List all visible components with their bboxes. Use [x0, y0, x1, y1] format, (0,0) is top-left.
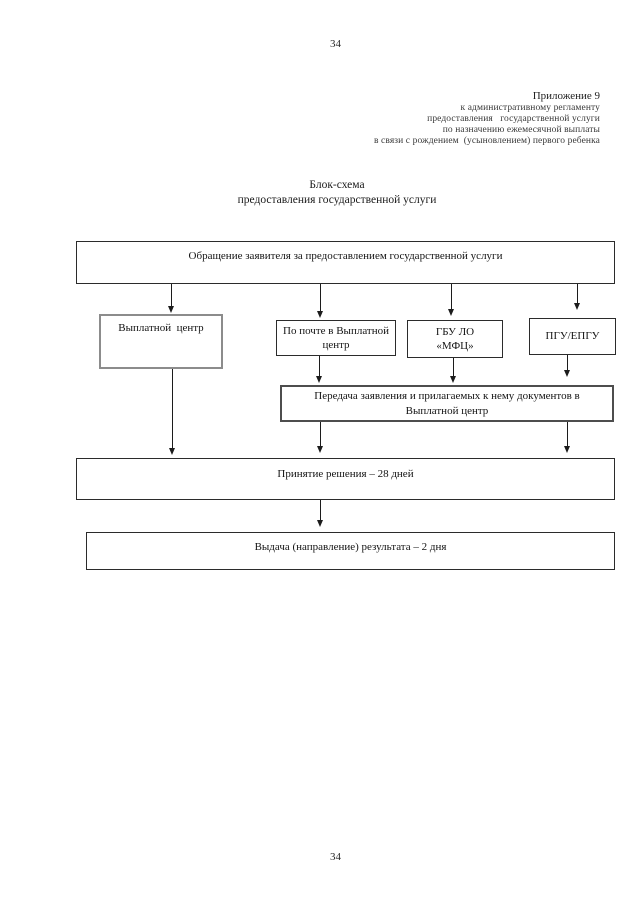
node-label: Выдача (направление) результата – 2 дня	[254, 541, 447, 553]
node-transfer-to-payout-center: Передача заявления и прилагаемых к нему …	[280, 385, 614, 422]
arrow-mfc-to-transfer	[450, 358, 456, 383]
node-label: По почте в Выплатной центр	[283, 324, 389, 352]
title-line-1: Блок-схема	[309, 179, 365, 191]
annex-note: Приложение 9 к административному регламе…	[374, 90, 600, 147]
node-label: ГБУ ЛО «МФЦ»	[435, 325, 475, 353]
arrow-transfer-to-decision-left	[317, 422, 323, 453]
node-label: Выплатной центр	[118, 322, 204, 334]
arrow-mail-to-transfer	[316, 356, 322, 383]
annex-note-line: к административному регламенту	[460, 103, 600, 113]
title-line-2: предоставления государственной услуги	[237, 194, 437, 206]
arrow-request-to-payout-center	[168, 284, 174, 313]
arrow-transfer-to-decision-right	[564, 422, 570, 453]
node-label: Принятие решения – 28 дней	[277, 468, 414, 480]
arrow-pgu-to-transfer	[564, 355, 570, 377]
arrow-payout-center-to-decision	[169, 369, 175, 455]
page-number-top: 34	[330, 38, 341, 50]
node-decision: Принятие решения – 28 дней	[76, 458, 615, 500]
doc-title: Блок-схема предоставления государственно…	[37, 178, 637, 208]
node-label: Обращение заявителя за предоставлением г…	[188, 250, 503, 262]
arrow-request-to-pgu	[574, 284, 580, 310]
node-mfc: ГБУ ЛО «МФЦ»	[407, 320, 503, 358]
arrow-request-to-mfc	[448, 284, 454, 316]
annex-note-line: предоставления государственной услуги	[427, 114, 600, 124]
node-label: ПГУ/ЕПГУ	[545, 330, 600, 343]
page-number-bottom: 34	[330, 851, 341, 863]
annex-note-line: по назначению ежемесячной выплаты	[442, 125, 600, 135]
node-pgu-epgu: ПГУ/ЕПГУ	[529, 318, 616, 355]
node-request: Обращение заявителя за предоставлением г…	[76, 241, 615, 284]
arrow-decision-to-result	[317, 500, 323, 527]
node-mail-to-payout-center: По почте в Выплатной центр	[276, 320, 396, 356]
node-payout-center: Выплатной центр	[99, 314, 223, 369]
annex-note-line: Приложение 9	[532, 90, 600, 102]
annex-note-line: в связи с рождением (усыновлением) перво…	[373, 136, 600, 146]
node-result: Выдача (направление) результата – 2 дня	[86, 532, 615, 570]
node-label: Передача заявления и прилагаемых к нему …	[314, 390, 580, 417]
arrow-request-to-mail	[317, 284, 323, 318]
